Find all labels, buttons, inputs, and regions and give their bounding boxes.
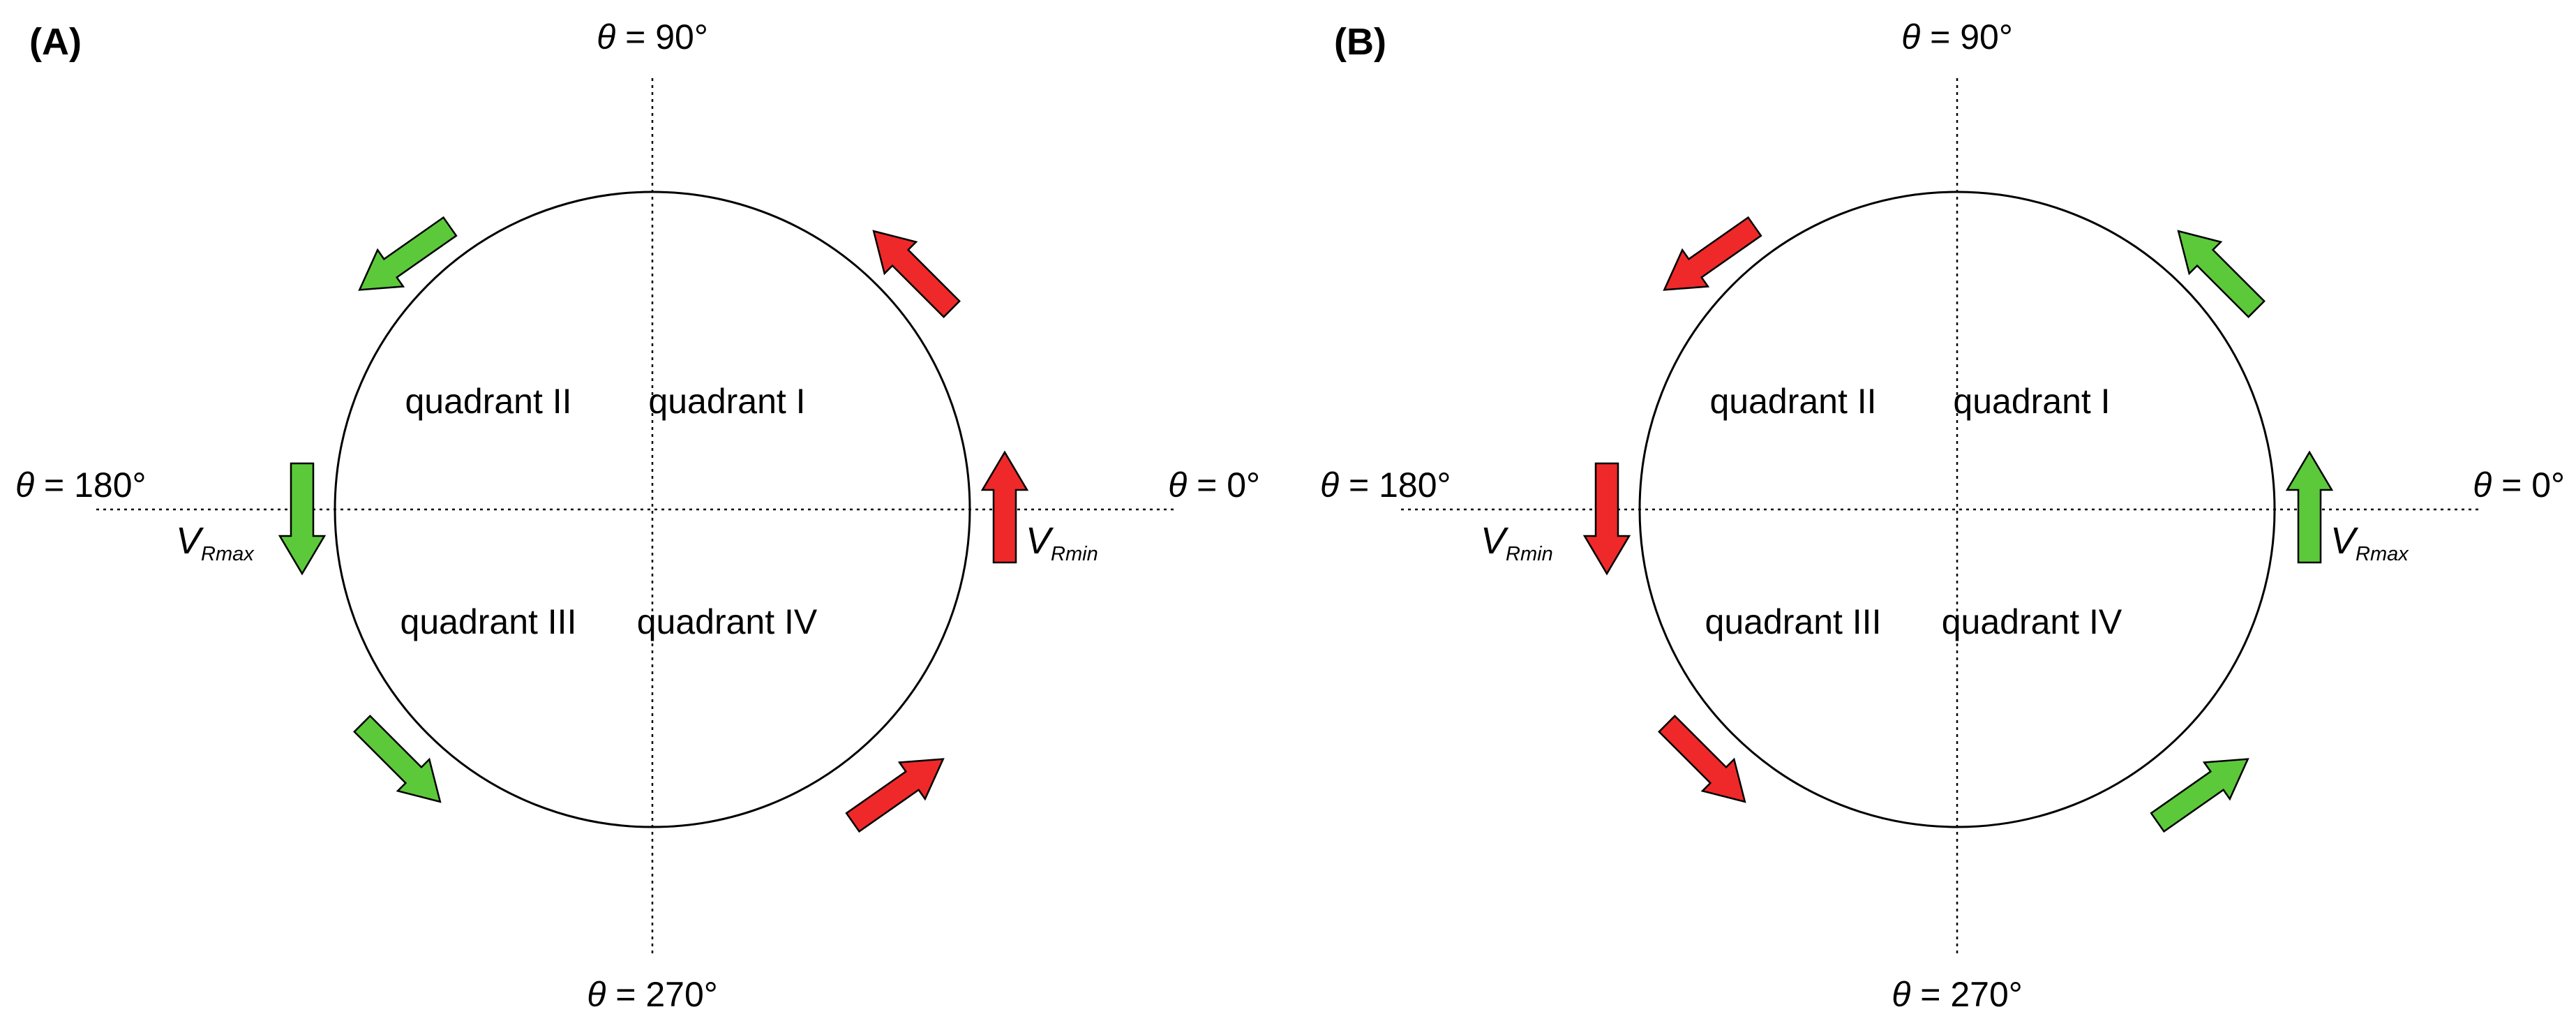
angle-value: 270° <box>645 975 717 1014</box>
equals-sign: = <box>1920 17 1960 57</box>
angle-value: 0° <box>2531 465 2565 505</box>
quadrant-ii-arrow <box>358 216 458 291</box>
equals-sign: = <box>615 17 655 57</box>
velocity-symbol: V <box>2330 520 2359 562</box>
left-velocity-label: VRmax <box>176 520 255 565</box>
velocity-subscript: Rmax <box>201 543 255 565</box>
angle-value: 90° <box>655 17 708 57</box>
velocity-symbol: V <box>1481 520 1509 562</box>
panel-label: (A) <box>29 21 82 63</box>
equals-sign: = <box>1187 465 1227 505</box>
equals-sign: = <box>606 975 645 1014</box>
quadrant-iii-arrow <box>1658 715 1746 803</box>
unit-circle <box>1638 191 2276 828</box>
quadrant-ii-label: quadrant II <box>405 382 571 421</box>
angle-label-0: θ = 0° <box>2473 465 2565 505</box>
angle-value: 180° <box>1379 465 1451 505</box>
theta-symbol: θ <box>2473 465 2492 505</box>
angle-label-270: θ = 270° <box>587 975 718 1014</box>
velocity-symbol: V <box>1026 520 1054 562</box>
right-velocity-label: VRmax <box>2330 520 2409 565</box>
angle-label-270: θ = 270° <box>1892 975 2023 1014</box>
left-side-arrow <box>1582 462 1631 576</box>
equals-sign: = <box>1910 975 1950 1014</box>
velocity-symbol: V <box>176 520 204 562</box>
angle-label-90: θ = 90° <box>1901 17 2013 57</box>
angle-label-0: θ = 0° <box>1168 465 1260 505</box>
theta-symbol: θ <box>1901 17 1920 57</box>
angle-label-90: θ = 90° <box>597 17 708 57</box>
quadrant-iii-label: quadrant III <box>400 602 577 641</box>
quadrant-iv-label: quadrant IV <box>637 602 818 641</box>
right-side-arrow <box>980 450 1029 564</box>
right-side-arrow <box>2285 450 2334 564</box>
quadrant-ii-label: quadrant II <box>1709 382 1876 421</box>
angle-label-180: θ = 180° <box>15 465 147 505</box>
velocity-subscript: Rmax <box>2356 543 2409 565</box>
equals-sign: = <box>2492 465 2531 505</box>
quadrant-i-arrow <box>872 230 961 318</box>
angle-value: 270° <box>1950 975 2022 1014</box>
panel-a: (A)θ = 90°θ = 270°θ = 180°θ = 0°quadrant… <box>15 17 1260 1014</box>
quadrant-i-arrow <box>2177 230 2266 318</box>
angle-value: 0° <box>1227 465 1260 505</box>
quadrant-iii-label: quadrant III <box>1705 602 1882 641</box>
theta-symbol: θ <box>587 975 606 1014</box>
equals-sign: = <box>1339 465 1379 505</box>
quadrant-i-label: quadrant I <box>648 382 805 421</box>
quadrant-ii-arrow <box>1663 216 1762 291</box>
quadrant-iv-arrow <box>2150 758 2249 833</box>
theta-symbol: θ <box>1892 975 1910 1014</box>
angle-label-180: θ = 180° <box>1320 465 1451 505</box>
quadrant-iv-arrow <box>845 758 945 833</box>
theta-symbol: θ <box>1320 465 1339 505</box>
equals-sign: = <box>34 465 74 505</box>
theta-symbol: θ <box>15 465 34 505</box>
theta-symbol: θ <box>1168 465 1187 505</box>
right-velocity-label: VRmin <box>1026 520 1098 565</box>
left-velocity-label: VRmin <box>1481 520 1553 565</box>
theta-symbol: θ <box>597 17 615 57</box>
quadrant-iii-arrow <box>353 715 442 803</box>
unit-circle <box>334 191 971 828</box>
angle-value: 90° <box>1960 17 2013 57</box>
quadrant-i-label: quadrant I <box>1953 382 2110 421</box>
quadrant-iv-label: quadrant IV <box>1942 602 2122 641</box>
panel-b: (B)θ = 90°θ = 270°θ = 180°θ = 0°quadrant… <box>1320 17 2565 1014</box>
velocity-subscript: Rmin <box>1051 543 1098 565</box>
angle-value: 180° <box>74 465 146 505</box>
velocity-subscript: Rmin <box>1506 543 1553 565</box>
left-side-arrow <box>278 462 327 576</box>
panel-label: (B) <box>1334 21 1386 63</box>
